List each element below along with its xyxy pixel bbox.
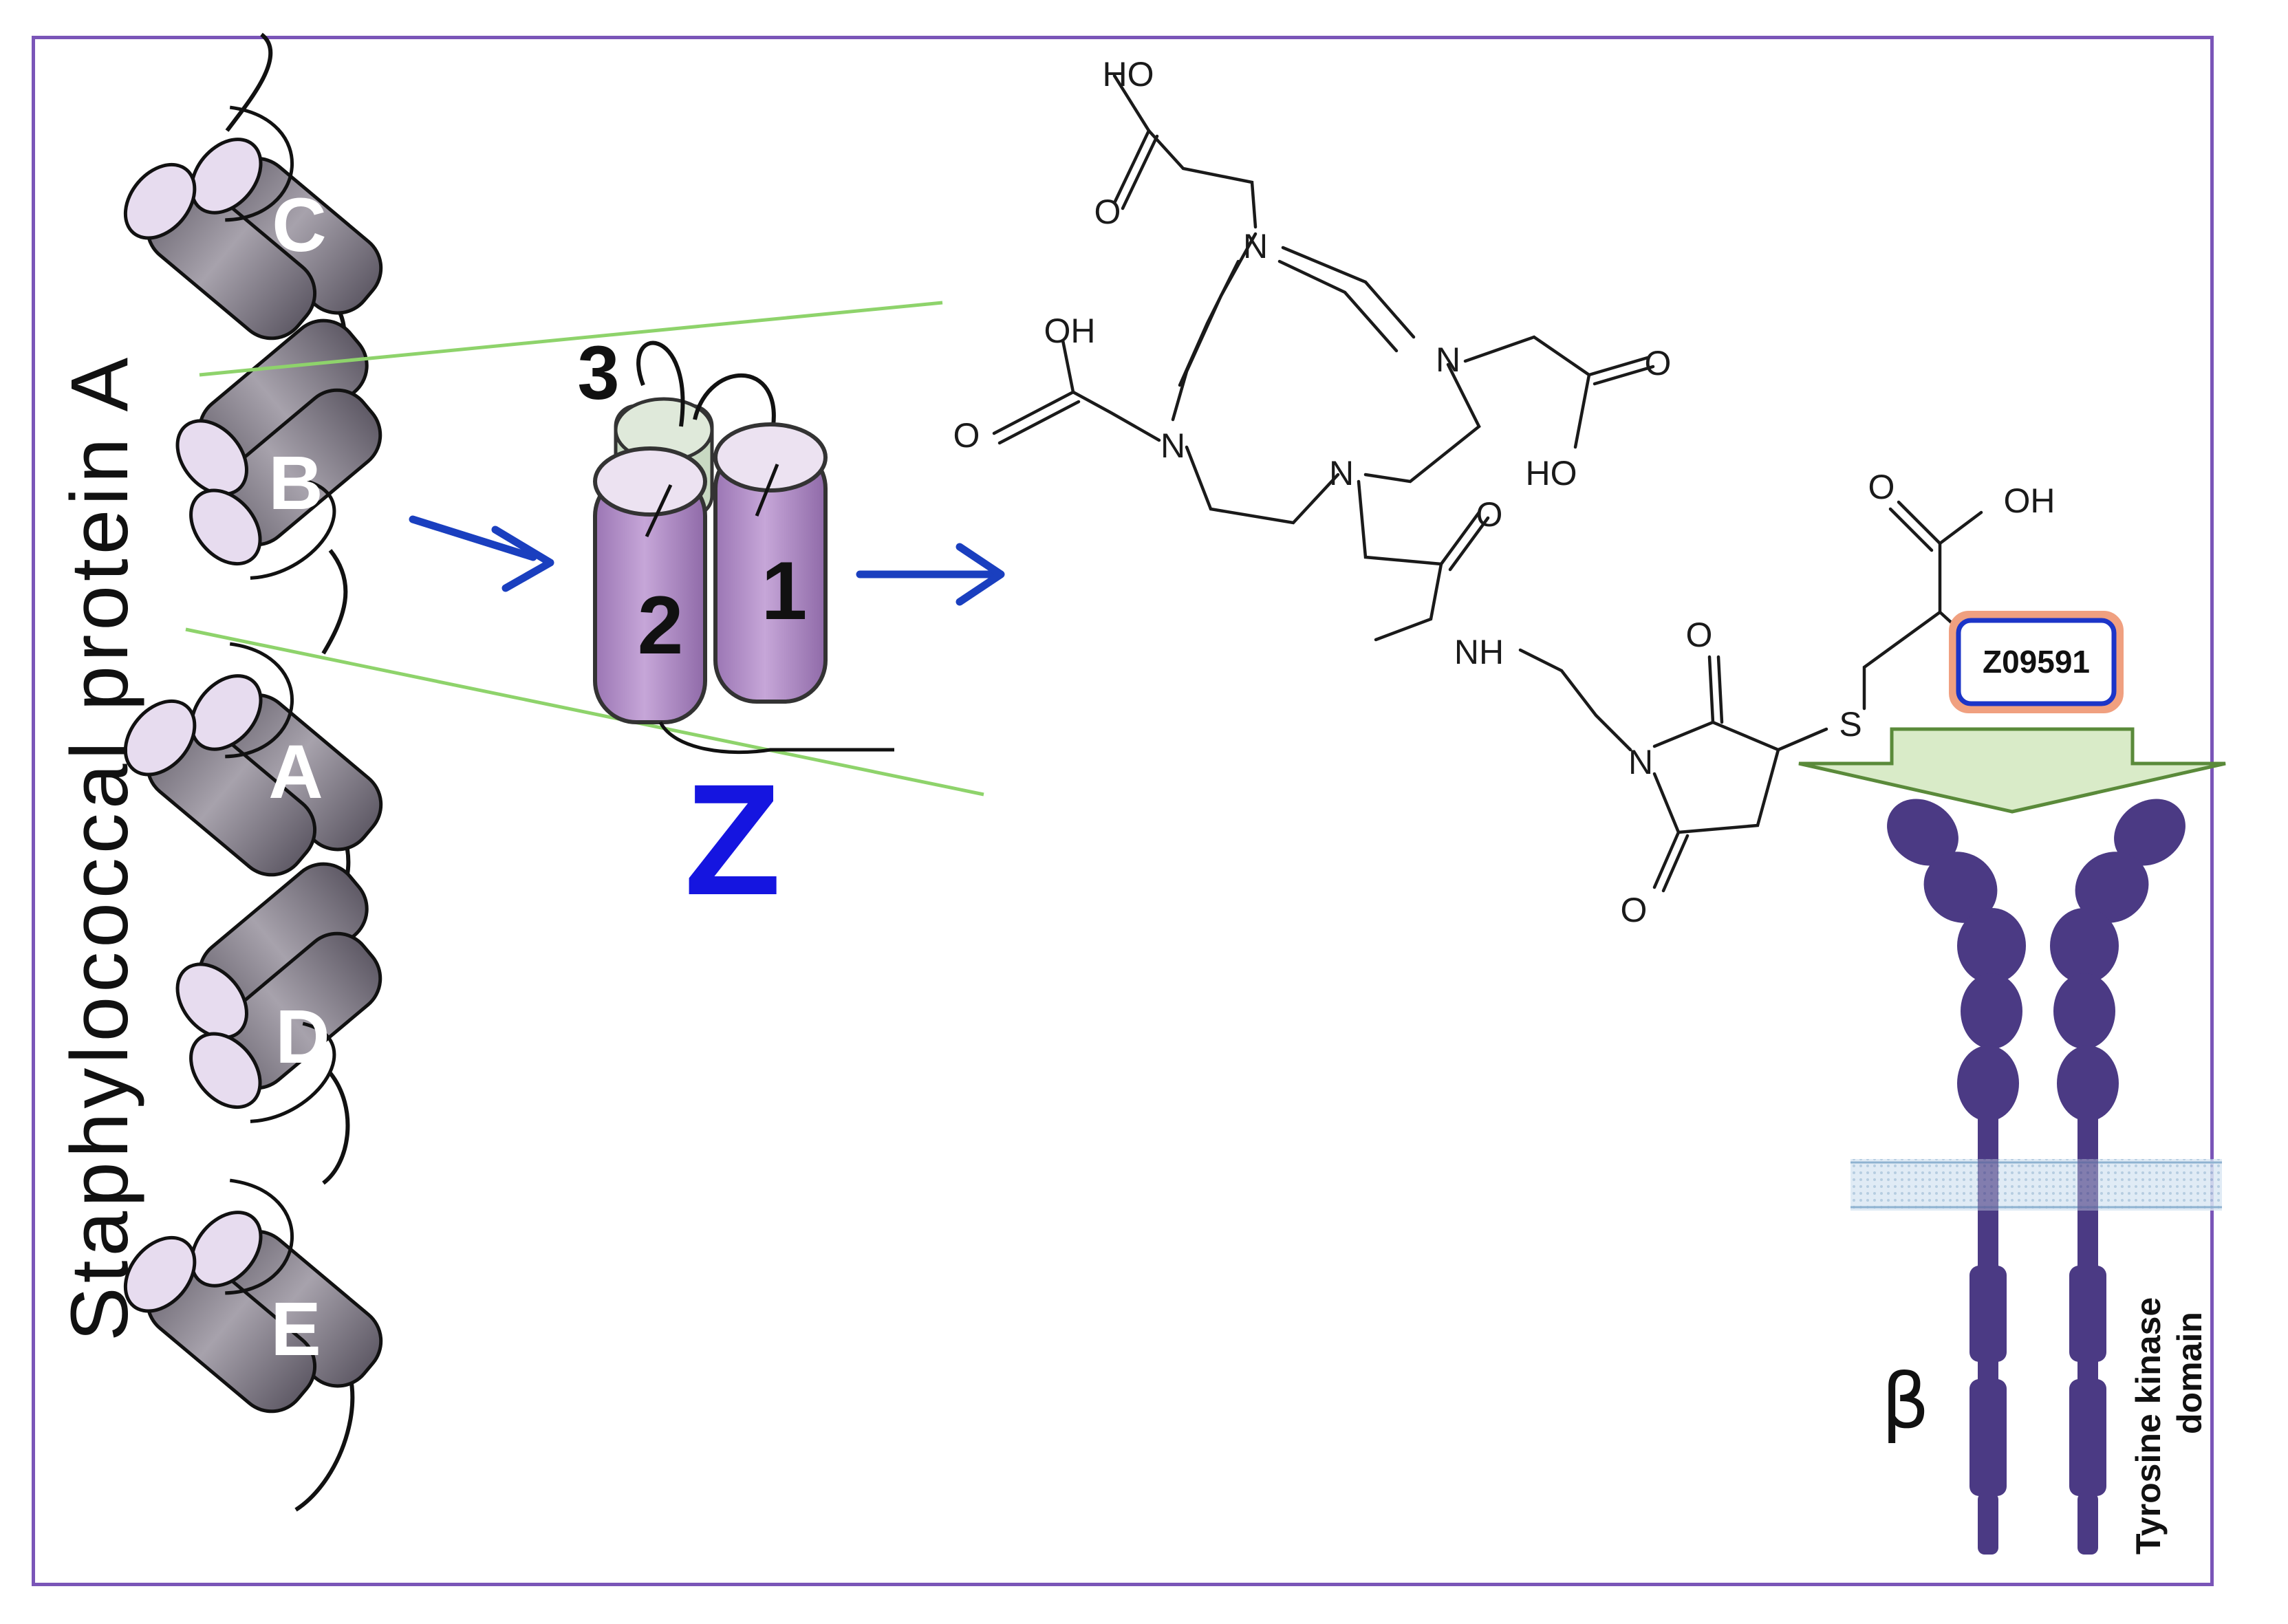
chelator-atoms: N N N N HO O OH O O HO O NH N O O S O OH [953, 55, 2055, 929]
zoom-line-top [199, 301, 943, 377]
beta-label: β [1881, 1357, 1930, 1445]
atom-o-maleimide-top: O [1686, 616, 1713, 654]
atom-o-maleimide-bottom: O [1621, 891, 1648, 929]
atom-o-acid: O [1868, 468, 1895, 506]
protein-a-title: Staphylococcal protein A [54, 354, 145, 1341]
figure-frame [32, 36, 2214, 1586]
domain-e-label: E [270, 1287, 321, 1372]
atom-o-amide: O [1476, 495, 1503, 534]
atom-o-right: O [1645, 344, 1672, 382]
affibody-label: Z09591 [1983, 644, 2090, 680]
atom-n3: N [1161, 426, 1185, 465]
z-helix-3-label: 3 [577, 331, 619, 415]
arrow-to-chelator [856, 543, 1005, 606]
z-helix-1-label: 1 [762, 545, 808, 637]
kinase-label-line1: Tyrosine kinase [2129, 1297, 2168, 1555]
atom-o-left: O [953, 416, 980, 455]
domain-d-label: D [275, 995, 330, 1079]
z-helix-2-label: 2 [638, 579, 684, 671]
atom-n4: N [1329, 454, 1354, 492]
binding-down-arrow [1798, 727, 2226, 814]
domain-c [123, 105, 383, 340]
atom-s: S [1839, 705, 1861, 744]
atom-oh-left: OH [1044, 312, 1096, 350]
domain-a-label: A [268, 730, 323, 814]
z-domain-label: Z [684, 751, 781, 928]
domain-c-label: C [272, 183, 326, 268]
atom-ho-right: HO [1526, 454, 1577, 492]
atom-n-maleimide: N [1628, 743, 1653, 781]
receptor [1887, 799, 2186, 1555]
domain-b [175, 318, 382, 580]
atom-o-top: O [1094, 193, 1121, 231]
atom-n2: N [1436, 340, 1460, 379]
zoom-line-bottom [185, 627, 984, 797]
atom-oh-acid: OH [2004, 481, 2055, 520]
domain-b-label: B [268, 441, 323, 526]
domain-d [175, 862, 382, 1123]
domain-a [123, 642, 383, 877]
affibody-box [1949, 611, 2124, 713]
atom-n1: N [1243, 227, 1268, 266]
chelator-bonds [992, 74, 1983, 893]
atom-nh: NH [1454, 633, 1504, 671]
z-domain [593, 340, 894, 755]
arrow-to-z [409, 515, 554, 592]
cell-membrane [1850, 1159, 2222, 1211]
atom-oh-top: HO [1103, 55, 1154, 94]
kinase-label-line2: domain [2170, 1312, 2209, 1434]
domain-e [123, 1178, 383, 1414]
